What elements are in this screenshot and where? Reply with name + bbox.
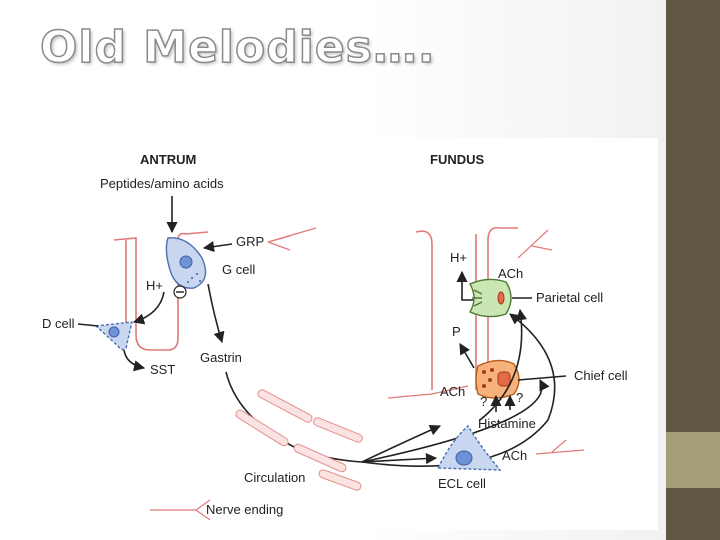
circ-to-histamine-arrow	[361, 424, 442, 463]
fundus-h-plus-label: H+	[450, 250, 467, 265]
parietal-cell	[469, 278, 512, 318]
antrum-gland-outline	[113, 231, 209, 351]
gastric-secretion-diagram: ANTRUM Peptides/amino acids GRP G cell H…	[42, 152, 628, 521]
gastric-secretion-figure: ANTRUM Peptides/amino acids GRP G cell H…	[30, 138, 658, 530]
ach-bottom-label: ACh	[502, 448, 527, 463]
antrum-header: ANTRUM	[140, 152, 196, 167]
d-cell	[94, 321, 133, 351]
slide-title: Old Melodies….	[39, 21, 436, 74]
ach-top-nerve	[517, 229, 553, 259]
ach-top-label: ACh	[498, 266, 523, 281]
dcell-pointer	[77, 323, 99, 327]
grp-label: GRP	[236, 234, 264, 249]
p-label: P	[452, 324, 461, 339]
circulation-vessels	[235, 389, 363, 491]
fundus-header: FUNDUS	[430, 152, 484, 167]
histamine-label: Histamine	[478, 416, 536, 431]
pepsinogen-arrow	[459, 343, 475, 369]
antrum-h-plus-label: H+	[146, 278, 163, 293]
ecl-cell-label: ECL cell	[438, 476, 486, 491]
fundus-gland-outline	[415, 226, 518, 390]
question-label-2: ?	[516, 390, 523, 405]
circ-to-parietal-arrow	[361, 313, 556, 467]
decorative-side-accent	[666, 432, 720, 488]
gastrin-label: Gastrin	[200, 350, 242, 365]
ach-mid-nerve	[387, 385, 469, 399]
sst-label: SST	[150, 362, 175, 377]
dcell-to-sst-arrow	[123, 349, 146, 372]
grp-arrow	[202, 241, 233, 253]
circ-to-chief-arrow	[361, 378, 550, 463]
ach-mid-label: ACh	[440, 384, 465, 399]
grp-nerve	[267, 227, 317, 251]
g-cell	[165, 237, 207, 289]
question-label-1: ?	[480, 394, 487, 409]
histamine-to-parietal-arrow	[479, 308, 527, 421]
ecl-cell	[436, 424, 502, 471]
inhibition-icon	[173, 285, 187, 299]
chief-cell-label: Chief cell	[574, 368, 628, 383]
parietal-cell-label: Parietal cell	[536, 290, 603, 305]
chief-pointer	[517, 375, 567, 381]
nerve-ending-legend-icon	[150, 499, 211, 521]
d-cell-label: D cell	[42, 316, 75, 331]
nerve-ending-label: Nerve ending	[206, 502, 283, 517]
circ-to-ecl-arrow	[361, 452, 438, 465]
gcell-to-gastrin-arrow	[207, 283, 225, 344]
g-cell-label: G cell	[222, 262, 255, 277]
circulation-label: Circulation	[244, 470, 305, 485]
ach-bottom-nerve	[535, 439, 585, 455]
h-plus-to-dcell-arrow	[132, 291, 165, 325]
peptides-label: Peptides/amino acids	[100, 176, 224, 191]
